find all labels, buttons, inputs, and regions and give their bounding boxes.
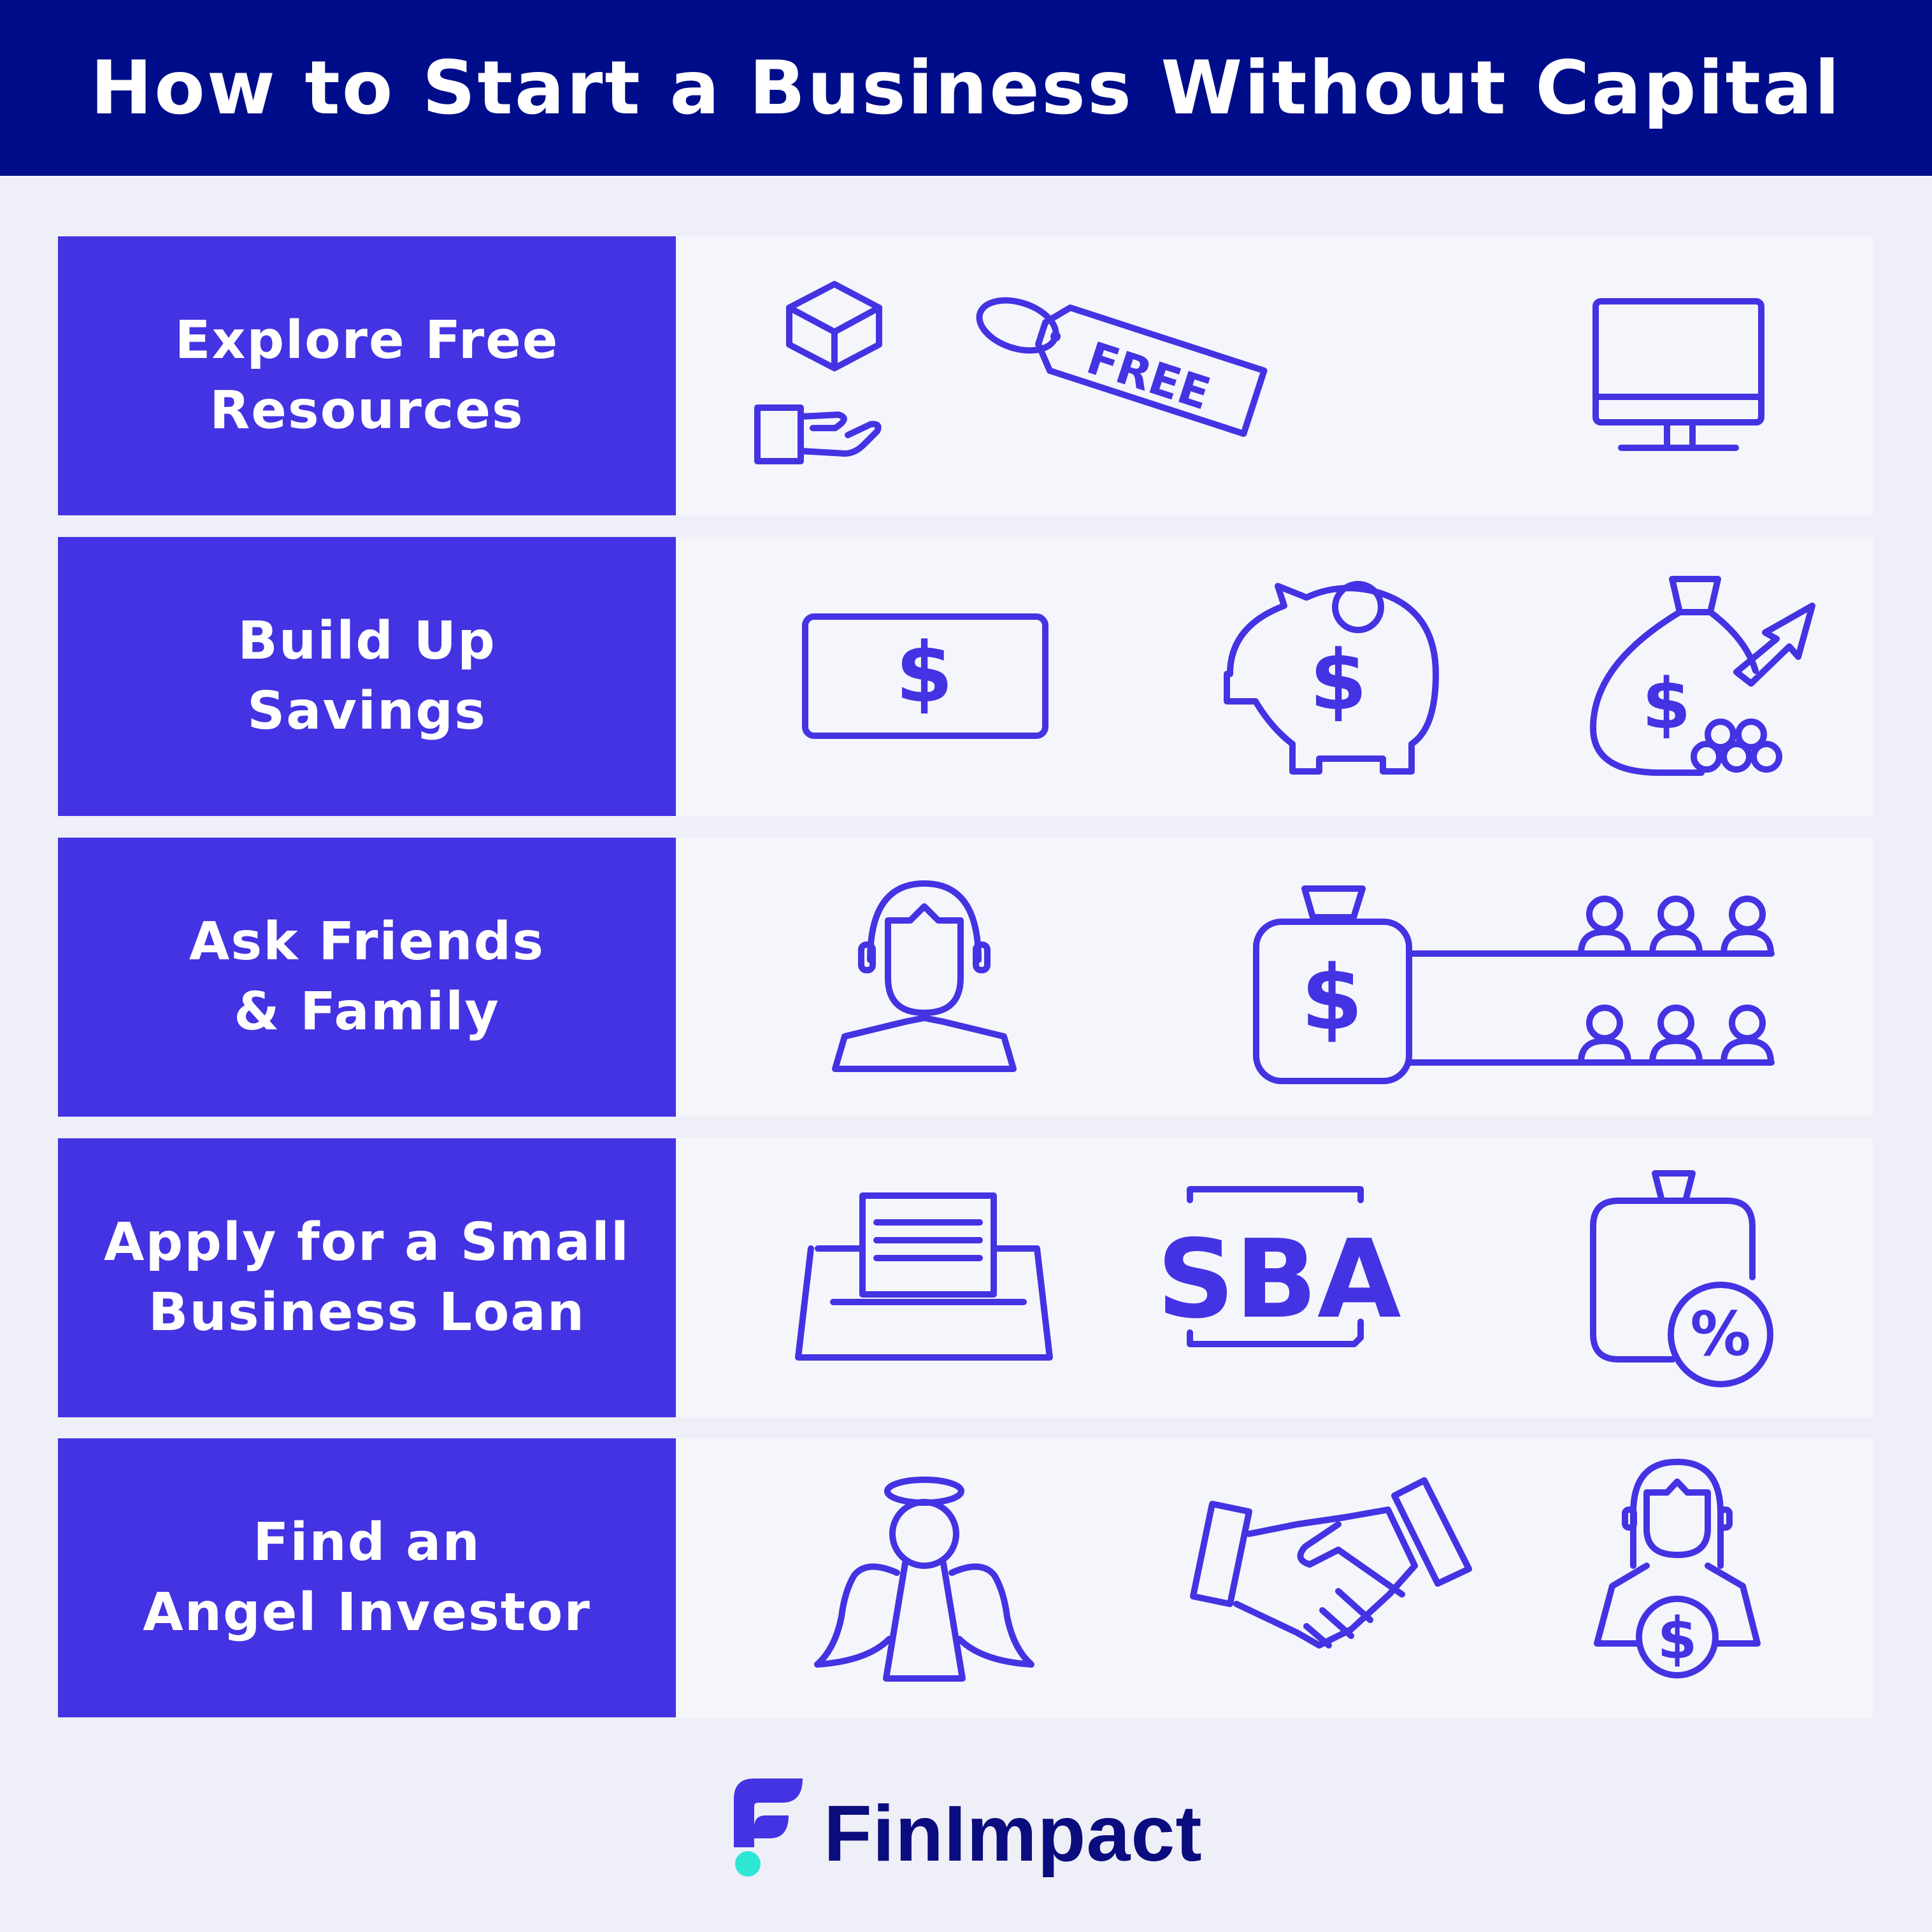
row-build-up-savings: Build Up Savings $ $ $: [58, 537, 1873, 816]
handshake-icon: [1190, 1477, 1472, 1649]
svg-text:$: $: [1657, 1605, 1698, 1672]
row-label-box: Explore Free Resources: [58, 236, 676, 515]
dollar-bill-icon: $: [802, 613, 1048, 739]
sba-text: SBA: [1157, 1217, 1401, 1343]
row-label-box: Ask Friends & Family: [58, 838, 676, 1117]
header-banner: How to Start a Business Without Capital: [0, 0, 1932, 176]
person-icon: [832, 880, 1017, 1072]
row-label: Apply for a Small Business Loan: [104, 1212, 630, 1343]
row-label: Build Up Savings: [238, 611, 496, 741]
piggy-bank-icon: $: [1224, 581, 1439, 775]
row-icon-panel: $: [676, 838, 1873, 1117]
svg-text:%: %: [1690, 1299, 1750, 1370]
hand-box-icon: [754, 281, 882, 464]
investor-icon: $: [1594, 1459, 1761, 1678]
row-icon-panel: $ $ $: [676, 537, 1873, 816]
tag-label: FREE: [1081, 332, 1217, 420]
row-ask-friends-family: Ask Friends & Family $: [58, 838, 1873, 1117]
brand-logo-mark: [734, 1778, 803, 1877]
row-explore-free-resources: Explore Free Resources FREE: [58, 236, 1873, 515]
row-label-box: Build Up Savings: [58, 537, 676, 816]
svg-text:$: $: [1310, 632, 1367, 729]
row-angel-investor: Find an Angel Investor: [58, 1438, 1873, 1717]
angel-icon: [814, 1477, 1034, 1682]
people-group-bottom: [1578, 1005, 1774, 1066]
sba-logo-icon: SBA: [1157, 1186, 1401, 1347]
brand-name: FinImpact: [824, 1790, 1203, 1878]
row-icon-panel: SBA %: [676, 1138, 1873, 1417]
row-label: Find an Angel Investor: [143, 1512, 591, 1643]
money-bag-growth-icon: $: [1590, 576, 1815, 776]
money-bag-network-icon: $: [1253, 885, 1775, 1084]
people-group-top: [1578, 896, 1774, 957]
svg-text:$: $: [1642, 663, 1691, 745]
row-label-box: Apply for a Small Business Loan: [58, 1138, 676, 1417]
free-tag-icon: FREE: [976, 297, 1268, 437]
row-label: Ask Friends & Family: [189, 912, 545, 1042]
row-label: Explore Free Resources: [175, 310, 559, 441]
money-bag-percent-icon: %: [1590, 1170, 1773, 1387]
monitor-icon: [1592, 298, 1764, 451]
page-title: How to Start a Business Without Capital: [90, 45, 1842, 131]
svg-text:$: $: [896, 624, 953, 721]
brand-logo: FinImpact: [733, 1777, 1204, 1879]
row-icon-panel: FREE: [676, 236, 1873, 515]
row-small-business-loan: Apply for a Small Business Loan SBA %: [58, 1138, 1873, 1417]
row-icon-panel: $: [676, 1438, 1873, 1717]
loan-document-icon: [795, 1192, 1053, 1361]
row-label-box: Find an Angel Investor: [58, 1438, 676, 1717]
svg-text:$: $: [1301, 947, 1363, 1050]
